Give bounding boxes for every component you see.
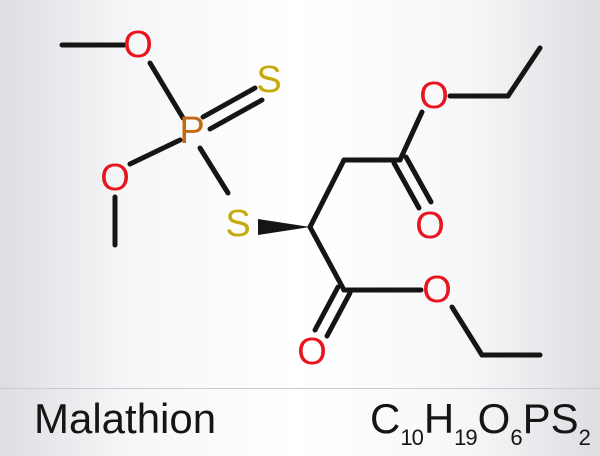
bond-p-s-double-a xyxy=(200,85,258,120)
atom-s-thioether: S xyxy=(225,203,250,245)
atom-o-methoxy-left: O xyxy=(100,157,130,199)
bond-p-o-left xyxy=(127,137,183,167)
atom-o-ester1-carbonyl: O xyxy=(415,205,445,247)
atom-o-ester2-carbonyl: O xyxy=(297,331,327,373)
caption-bar xyxy=(0,388,600,456)
formula-element: C xyxy=(370,395,401,442)
atom-o-methoxy-top: O xyxy=(123,24,153,66)
bond-c2-o-double-a xyxy=(312,284,341,333)
bond-o-top-p xyxy=(147,60,186,121)
bond-c2-o-double-b xyxy=(324,290,353,339)
bond-ch-ch2 xyxy=(307,157,347,230)
bond-ch-c2 xyxy=(307,224,347,293)
wedge-bond xyxy=(258,219,310,235)
bonds xyxy=(59,42,543,358)
bond-p-s-double-b xyxy=(207,97,265,132)
malathion-structure: O O P S S O O O O xyxy=(59,24,543,373)
atom-o-ester2-single: O xyxy=(422,269,452,311)
bond-o2-ethyl xyxy=(449,304,485,358)
formula-subscript: 6 xyxy=(510,425,522,450)
bond-ethyl1 xyxy=(505,45,543,99)
bond-c1-o-double-b xyxy=(403,154,434,205)
atom-o-ester1-single: O xyxy=(419,75,449,117)
bond-c1-o-double-a xyxy=(391,160,422,211)
atom-p: P xyxy=(179,110,204,152)
formula-element: H xyxy=(423,395,455,442)
formula-subscript: 19 xyxy=(454,425,478,450)
formula-subscript: 10 xyxy=(400,425,424,450)
formula-element: S xyxy=(550,395,579,442)
formula-element: O xyxy=(477,395,511,442)
formula-subscript: 2 xyxy=(578,425,591,450)
atoms: O O P S S O O O O xyxy=(100,24,452,373)
bond-c1-o-single xyxy=(397,109,425,163)
atom-s-thione: S xyxy=(256,59,281,101)
bond-p-s-thioether xyxy=(197,145,231,196)
molecule-name: Malathion xyxy=(34,395,217,442)
molecular-formula: C10H19O6PS2 xyxy=(370,395,591,449)
formula-element: P xyxy=(522,395,551,442)
